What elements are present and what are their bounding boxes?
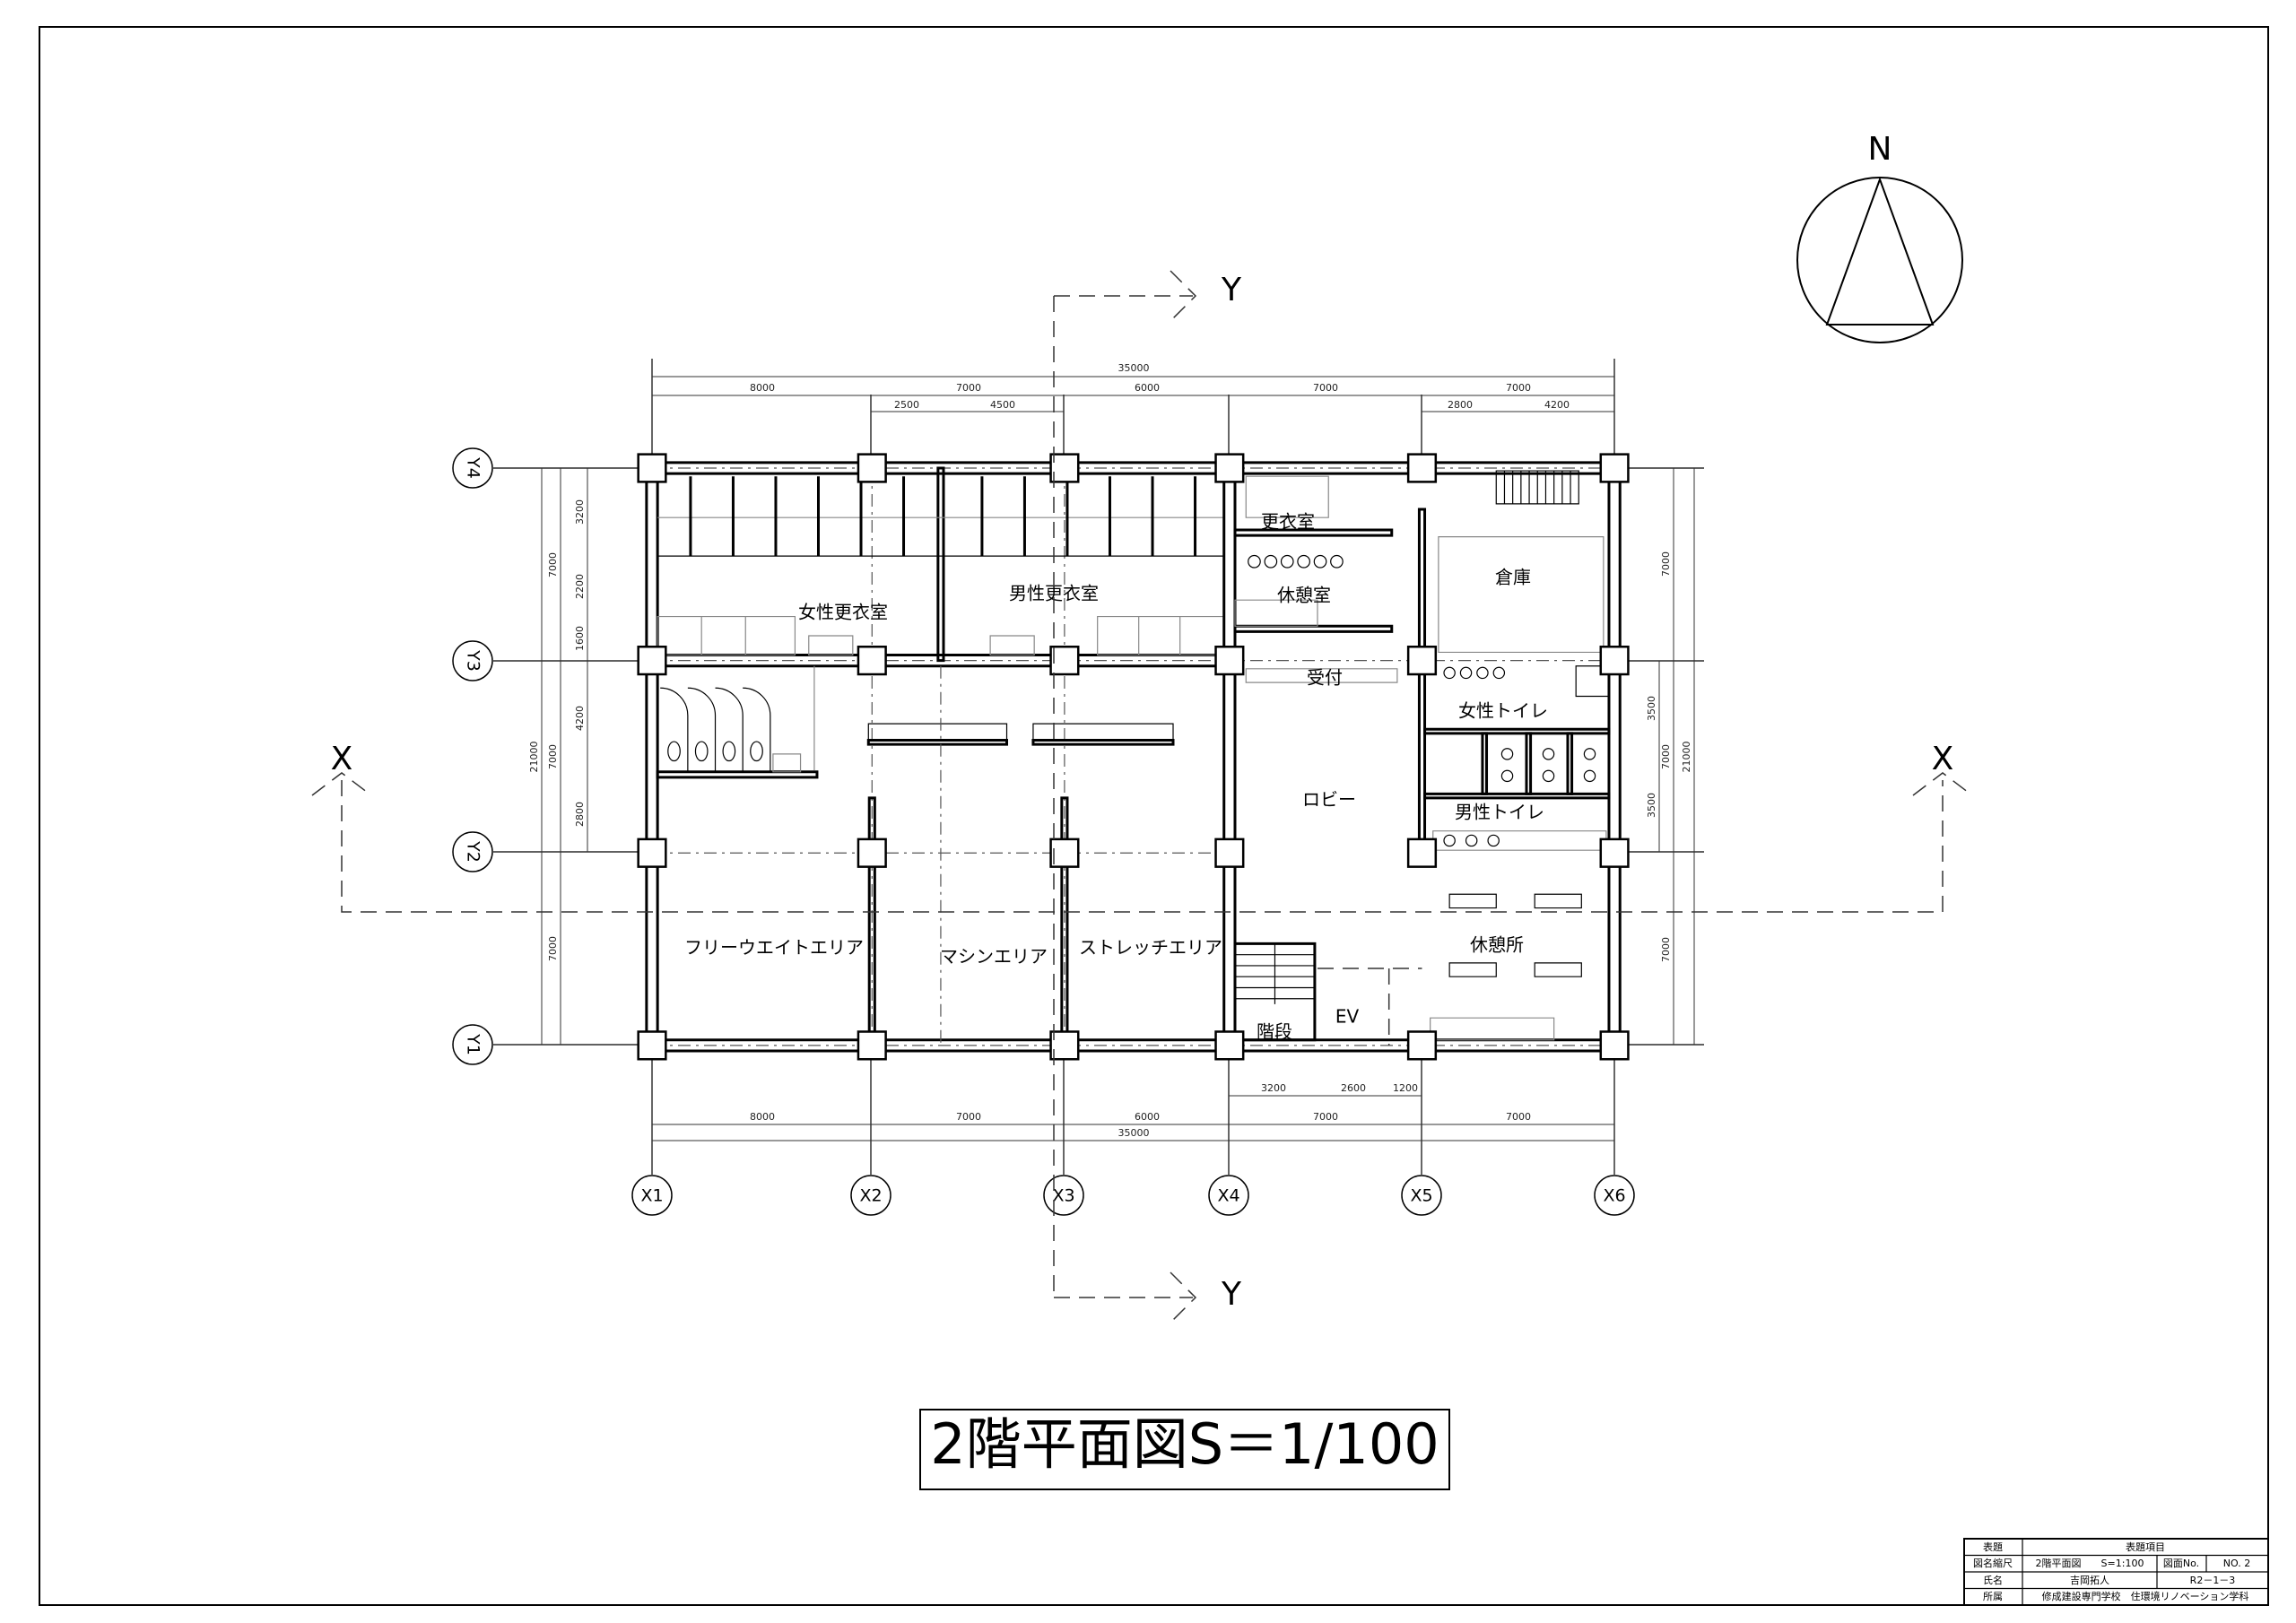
room-locker: 更衣室 <box>1261 511 1315 533</box>
dim-left-sub: 2800 <box>574 802 586 827</box>
dim-left-sub: 2200 <box>574 574 586 599</box>
room-storage: 倉庫 <box>1495 567 1531 588</box>
grid-label-x6: X6 <box>1603 1186 1625 1206</box>
dim-left-sub: 3200 <box>574 499 586 525</box>
grid-label-x2: X2 <box>859 1186 882 1206</box>
tb-value-class: R2－1－3 <box>2190 1575 2236 1586</box>
north-arrow: N <box>1796 131 1963 343</box>
dim-bottom-sub: 2600 <box>1341 1082 1366 1094</box>
dim-top-sub: 4200 <box>1544 399 1570 411</box>
section-x-label-left: X <box>331 741 353 777</box>
dim-left-span: 7000 <box>547 552 559 577</box>
dim-right-span: 7000 <box>1660 744 1672 769</box>
north-label: N <box>1868 131 1892 168</box>
grid-label-x3: X3 <box>1052 1186 1074 1206</box>
title-block: 表題 表題項目 図名縮尺 2階平面図 S=1:100 図面No. NO. 2 氏… <box>1963 1538 2269 1606</box>
section-y-label-bottom: Y <box>1221 1276 1242 1313</box>
section-line-x: X X <box>311 741 1973 913</box>
section-line-y: Y Y <box>1053 270 1242 1324</box>
dim-right-span: 7000 <box>1660 551 1672 577</box>
dim-top-sub: 4500 <box>990 399 1015 411</box>
grid-bubbles: X1 X2 X3 X4 X5 X6 Y4 Y3 Y2 Y1 <box>452 447 1635 1216</box>
room-lounge: 休憩所 <box>1470 934 1524 956</box>
dim-bottom-span: 7000 <box>956 1111 981 1123</box>
tb-label-author: 氏名 <box>1983 1574 2003 1586</box>
dim-bottom-sub: 3200 <box>1261 1082 1286 1094</box>
room-elevator: EV <box>1335 1006 1360 1028</box>
grid-label-x5: X5 <box>1410 1186 1432 1206</box>
dim-left-span: 7000 <box>547 936 559 961</box>
tb-label-name-scale: 図名縮尺 <box>1973 1557 2013 1569</box>
section-y-label-top: Y <box>1221 272 1242 308</box>
tb-label-affiliation: 所属 <box>1983 1591 2003 1602</box>
grid-label-x1: X1 <box>640 1186 663 1206</box>
dim-left-span: 7000 <box>547 744 559 769</box>
room-mens-toilet: 男性トイレ <box>1455 802 1544 823</box>
grid-label-y2: Y2 <box>464 840 483 863</box>
dim-bottom-span: 7000 <box>1506 1111 1531 1123</box>
room-womens-locker: 女性更衣室 <box>798 602 888 623</box>
tb-label-drawing-no: 図面No. <box>2163 1558 2199 1569</box>
dim-top-span: 7000 <box>1506 382 1531 394</box>
grid-label-y4: Y4 <box>464 456 483 479</box>
dim-top-span: 7000 <box>956 382 981 394</box>
dimension-lines <box>541 376 1695 1141</box>
dim-top-sub: 2500 <box>894 399 919 411</box>
building-plan <box>639 455 1629 1060</box>
dim-bottom-span: 8000 <box>750 1111 775 1123</box>
sheet-border <box>39 26 2269 1606</box>
dim-right-sub: 3500 <box>1646 793 1657 818</box>
tb-header-items: 表題項目 <box>2126 1541 2165 1553</box>
grid-label-y1: Y1 <box>464 1033 483 1055</box>
dim-bottom-total: 35000 <box>1118 1127 1150 1139</box>
dim-top-total: 35000 <box>1118 362 1150 374</box>
dim-top-span: 7000 <box>1313 382 1338 394</box>
room-stretch: ストレッチエリア <box>1079 937 1222 959</box>
dim-top-span: 8000 <box>750 382 775 394</box>
dim-left-sub: 1600 <box>574 626 586 651</box>
dim-bottom-span: 6000 <box>1135 1111 1160 1123</box>
tb-value-author: 吉岡拓人 <box>2070 1574 2109 1586</box>
room-machine: マシンエリア <box>940 946 1048 968</box>
dimension-labels: 35000 8000 7000 6000 7000 7000 2500 4500… <box>528 362 1692 1139</box>
dim-left-total: 21000 <box>528 742 540 773</box>
dim-top-sub: 2800 <box>1448 399 1473 411</box>
grid-label-x4: X4 <box>1217 1186 1239 1206</box>
room-lobby: ロビー <box>1302 789 1356 811</box>
dim-bottom-span: 7000 <box>1313 1111 1338 1123</box>
tb-value-affiliation: 修成建設専門学校 住環境リノベーション学科 <box>2042 1590 2249 1602</box>
dim-right-total: 21000 <box>1681 742 1692 773</box>
dim-right-span: 7000 <box>1660 937 1672 962</box>
tb-value-name-scale: 2階平面図 S=1:100 <box>2036 1557 2144 1569</box>
drawing-title-text: 2階平面図S＝1/100 <box>930 1411 1439 1477</box>
section-x-label-right: X <box>1932 741 1954 777</box>
dim-top-span: 6000 <box>1135 382 1160 394</box>
room-free-weight: フリーウエイトエリア <box>684 937 864 959</box>
room-womens-toilet: 女性トイレ <box>1458 700 1548 722</box>
dim-left-sub: 4200 <box>574 706 586 731</box>
dim-right-sub: 3500 <box>1646 696 1657 721</box>
tb-header-title: 表題 <box>1983 1541 2003 1553</box>
grid-label-y3: Y3 <box>464 649 483 672</box>
tb-value-drawing-no: NO. 2 <box>2223 1558 2250 1569</box>
room-reception: 受付 <box>1307 667 1343 689</box>
dim-bottom-sub: 1200 <box>1393 1082 1418 1094</box>
room-stairs: 階段 <box>1257 1021 1292 1043</box>
room-break: 休憩室 <box>1277 585 1331 606</box>
drawing-title: 2階平面図S＝1/100 <box>919 1409 1450 1490</box>
